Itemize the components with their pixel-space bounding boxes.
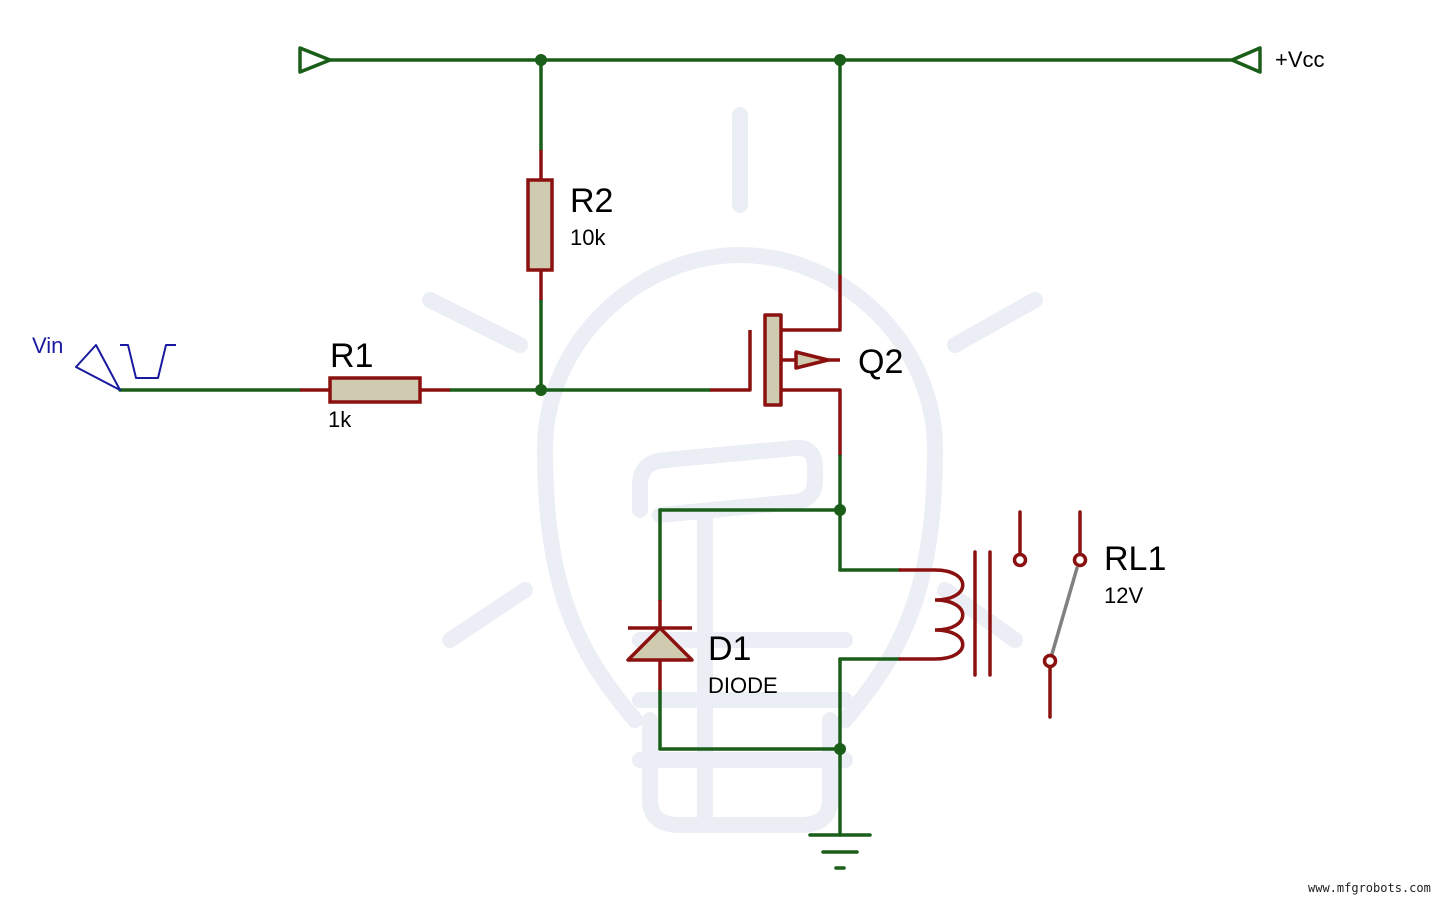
r1-value-label: 1k [328, 407, 352, 432]
rl1-value-label: 12V [1104, 583, 1143, 608]
resistor-r2 [526, 150, 554, 300]
pulse-waveform-icon [120, 344, 176, 379]
relay-rl1 [898, 510, 1088, 719]
r2-value-label: 10k [570, 225, 606, 250]
resistor-r1 [300, 376, 450, 404]
mosfet-q2 [710, 275, 842, 455]
vin-label: Vin [32, 333, 63, 358]
relay-contact-nc [1072, 552, 1088, 568]
junction-dot [834, 54, 846, 66]
relay-switch-arm [1050, 566, 1079, 656]
rail-terminals [298, 46, 1262, 74]
d1-value-label: DIODE [708, 673, 778, 698]
r1-ref-label: R1 [330, 337, 373, 375]
diode-d1 [626, 600, 694, 690]
d1-ref-label: D1 [708, 630, 751, 668]
wires [118, 58, 1234, 837]
vin-source-icon [75, 344, 176, 391]
light-bulb-icon [422, 107, 1043, 833]
r2-ref-label: R2 [570, 182, 613, 220]
junction-dot [834, 504, 846, 516]
left-rail-terminal [298, 46, 332, 74]
junction-dot [535, 54, 547, 66]
relay-coil [898, 568, 965, 661]
junction-dot [834, 743, 846, 755]
vcc-terminal [1230, 46, 1262, 74]
vcc-label: +Vcc [1275, 47, 1325, 72]
junction-dot [535, 384, 547, 396]
junctions [535, 54, 846, 755]
q2-ref-label: Q2 [858, 343, 903, 381]
ground-icon [808, 833, 872, 870]
rl1-ref-label: RL1 [1104, 540, 1166, 578]
watermark-text: www.mfgrobots.com [1308, 881, 1431, 895]
relay-contact-common [1042, 653, 1058, 669]
relay-contact-no [1012, 552, 1028, 568]
